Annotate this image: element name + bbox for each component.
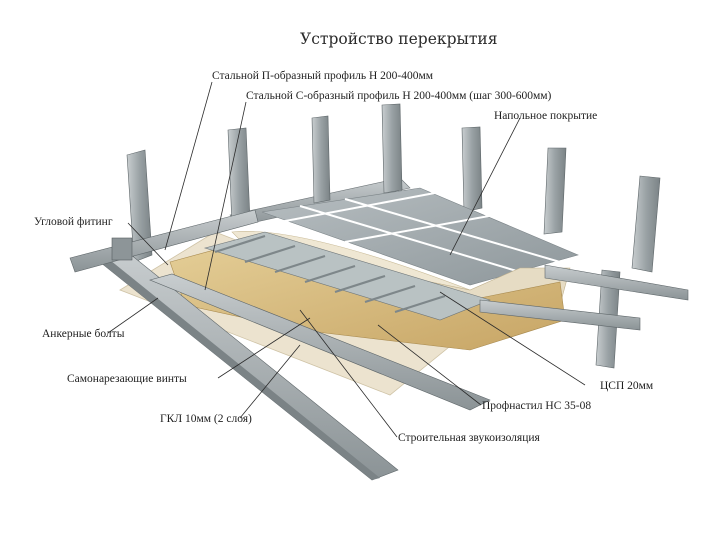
label-gkl: ГКЛ 10мм (2 слоя) (160, 413, 252, 426)
label-corner-fitting: Угловой фитинг (34, 216, 113, 229)
diagram-title: Устройство перекрытия (300, 30, 498, 48)
label-anchor-bolts: Анкерные болты (42, 328, 124, 341)
steel-post (632, 176, 660, 272)
label-deck: Профнастил НС 35-08 (482, 400, 591, 413)
steel-post (382, 104, 402, 193)
label-p-profile: Стальной П-образный профиль Н 200-400мм (212, 70, 433, 83)
steel-post (228, 128, 250, 225)
steel-post (544, 148, 566, 234)
label-screws: Самонарезающие винты (67, 373, 187, 386)
corner-fitting (112, 238, 132, 260)
label-floor-covering: Напольное покрытие (494, 110, 597, 123)
label-csp: ЦСП 20мм (600, 380, 653, 393)
steel-post (312, 116, 330, 203)
label-c-profile: Стальной С-образный профиль Н 200-400мм … (246, 90, 551, 103)
steel-post (462, 127, 482, 212)
label-sound-insulation: Строительная звукоизоляция (398, 432, 540, 445)
